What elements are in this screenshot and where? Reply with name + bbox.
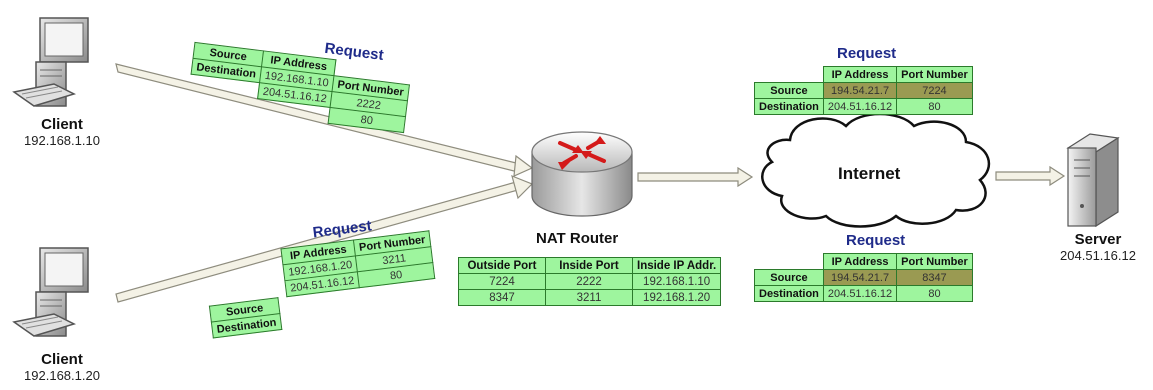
client-1-name: Client bbox=[41, 116, 83, 133]
request-packet-outbound-1: IP Address Port Number Source 194.54.21.… bbox=[754, 66, 973, 115]
source-port: 7224 bbox=[896, 82, 973, 99]
destination-port: 80 bbox=[896, 285, 973, 302]
client-2-ip: 192.168.1.20 bbox=[24, 368, 100, 383]
server-icon bbox=[1066, 133, 1120, 228]
destination-ip: 204.51.16.12 bbox=[822, 285, 898, 302]
internet-label: Internet bbox=[838, 164, 901, 183]
source-label: Source bbox=[754, 269, 824, 286]
client-2-label: Client 192.168.1.20 bbox=[8, 351, 116, 383]
request-packet-outbound-2: IP Address Port Number Source 194.54.21.… bbox=[754, 253, 973, 302]
source-port: 8347 bbox=[896, 269, 973, 286]
request-title: Request bbox=[837, 45, 897, 62]
arrow-client2-to-router bbox=[115, 174, 534, 303]
destination-label: Destination bbox=[754, 98, 824, 115]
nat-header-inside-port: Inside Port bbox=[545, 257, 633, 274]
router-icon bbox=[531, 131, 633, 217]
request-title: Request bbox=[846, 232, 906, 249]
server-label: Server 204.51.16.12 bbox=[1046, 231, 1150, 263]
table-row: 8347 3211 192.168.1.20 bbox=[458, 289, 722, 306]
arrow-router-to-internet bbox=[637, 166, 754, 188]
client-computer-icon bbox=[12, 247, 89, 337]
client-computer-icon bbox=[12, 17, 89, 107]
nat-cell: 2222 bbox=[545, 273, 633, 290]
nat-header-outside-port: Outside Port bbox=[458, 257, 546, 274]
destination-ip: 204.51.16.12 bbox=[822, 98, 898, 115]
port-number-header: Port Number bbox=[896, 66, 973, 83]
nat-header-inside-ip: Inside IP Addr. bbox=[631, 257, 722, 274]
nat-translation-table: Outside Port Inside Port Inside IP Addr.… bbox=[458, 257, 722, 306]
ip-address-header: IP Address bbox=[822, 66, 898, 83]
nat-cell: 7224 bbox=[458, 273, 546, 290]
client-1-ip: 192.168.1.10 bbox=[24, 133, 100, 148]
destination-port: 80 bbox=[896, 98, 973, 115]
port-number-header: Port Number bbox=[896, 253, 973, 270]
ip-address-header: IP Address bbox=[822, 253, 898, 270]
arrow-internet-to-server bbox=[995, 165, 1066, 187]
nat-cell: 8347 bbox=[458, 289, 546, 306]
server-ip: 204.51.16.12 bbox=[1060, 248, 1136, 263]
nat-cell: 192.168.1.20 bbox=[631, 289, 722, 306]
client-2-name: Client bbox=[41, 351, 83, 368]
arrow-client1-to-router bbox=[115, 63, 534, 177]
router-label: NAT Router bbox=[536, 230, 619, 247]
server-name: Server bbox=[1074, 231, 1122, 248]
table-row: 7224 2222 192.168.1.10 bbox=[458, 273, 722, 290]
nat-cell: 3211 bbox=[545, 289, 633, 306]
destination-label: Destination bbox=[754, 285, 824, 302]
client-1-label: Client 192.168.1.10 bbox=[8, 116, 116, 148]
source-ip: 194.54.21.7 bbox=[822, 269, 898, 286]
source-label: Source bbox=[754, 82, 824, 99]
nat-cell: 192.168.1.10 bbox=[631, 273, 722, 290]
source-ip: 194.54.21.7 bbox=[822, 82, 898, 99]
